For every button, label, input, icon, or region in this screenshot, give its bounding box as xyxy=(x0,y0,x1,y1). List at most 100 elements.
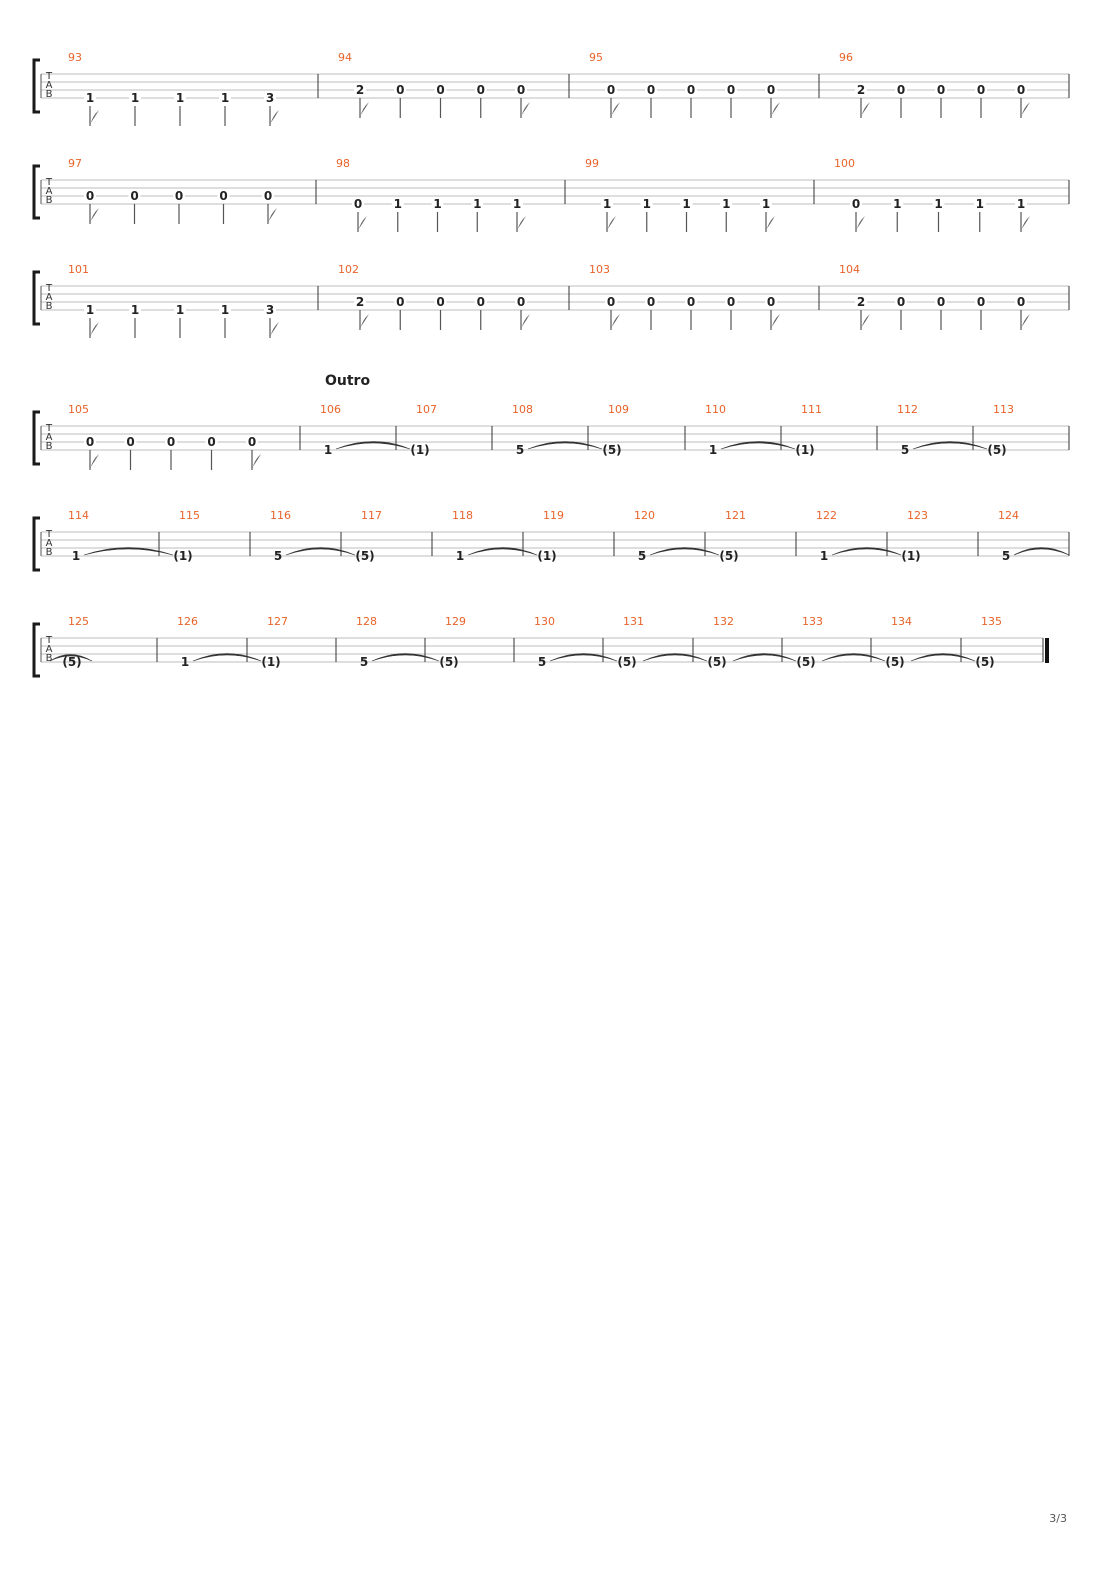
note-bg xyxy=(352,199,364,210)
note-bg xyxy=(394,85,407,96)
fret-number: 0 xyxy=(687,83,695,97)
system-bracket xyxy=(32,622,40,678)
tab-clef-letter: A xyxy=(46,80,53,91)
note-bg xyxy=(1015,297,1027,308)
fret-number: 5 xyxy=(1002,549,1010,563)
tie-arc xyxy=(831,547,902,556)
note-bg xyxy=(895,297,907,308)
fret-number: 1 xyxy=(820,549,828,563)
tie-arc xyxy=(335,441,411,450)
tab-clef-letter: A xyxy=(46,538,53,549)
measure-number: 134 xyxy=(891,615,912,628)
note-bg xyxy=(891,199,904,210)
tie-arc xyxy=(912,441,988,450)
fret-number: 0 xyxy=(852,197,860,211)
fret-number: 1 xyxy=(1017,197,1025,211)
measure-number: 106 xyxy=(320,403,341,416)
note-flag xyxy=(358,216,367,232)
tie-arc xyxy=(642,653,708,662)
tied-fret-number: (5) xyxy=(707,655,726,669)
fret-number: 0 xyxy=(517,295,525,309)
note-flag xyxy=(861,314,870,330)
note-bg xyxy=(174,305,186,316)
note-bg xyxy=(84,305,96,316)
measure-number: 122 xyxy=(816,509,837,522)
fret-number: 5 xyxy=(638,549,646,563)
note-flag xyxy=(856,216,865,232)
measure-number: 129 xyxy=(445,615,466,628)
measure-number: 116 xyxy=(270,509,291,522)
fret-number: 1 xyxy=(456,549,464,563)
measure-number: 119 xyxy=(543,509,564,522)
tab-clef-letter: A xyxy=(46,644,53,655)
note-bg xyxy=(515,85,527,96)
note-bg xyxy=(165,437,177,448)
tab-clef-letter: T xyxy=(45,529,53,540)
fret-number: 1 xyxy=(131,91,139,105)
note-bg xyxy=(601,199,613,210)
fret-number: 0 xyxy=(477,295,485,309)
fret-number: 0 xyxy=(175,189,183,203)
note-flag xyxy=(90,208,99,224)
note-bg xyxy=(129,305,141,316)
measure-number: 102 xyxy=(338,263,359,276)
fret-number: 0 xyxy=(436,83,444,97)
tab-clef-letter: A xyxy=(46,292,53,303)
note-bg xyxy=(1015,85,1027,96)
tie-arc xyxy=(821,653,886,662)
tab-clef-letter: T xyxy=(45,71,53,82)
note-bg xyxy=(173,191,185,202)
fret-number: 0 xyxy=(897,295,905,309)
tied-fret-number: (1) xyxy=(261,655,280,669)
note-flag xyxy=(1021,102,1030,118)
note-flag xyxy=(252,454,261,470)
fret-number: 1 xyxy=(603,197,611,211)
measure-number: 109 xyxy=(608,403,629,416)
fret-number: 1 xyxy=(394,197,402,211)
system-bracket xyxy=(32,410,40,466)
note-bg xyxy=(354,85,366,96)
fret-number: 5 xyxy=(901,443,909,457)
tied-fret-number: (5) xyxy=(439,655,458,669)
fret-number: 1 xyxy=(934,197,942,211)
system-bracket xyxy=(32,58,40,114)
fret-number: 0 xyxy=(767,83,775,97)
fret-number: 0 xyxy=(219,189,227,203)
fret-number: 0 xyxy=(937,83,945,97)
measure-number: 113 xyxy=(993,403,1014,416)
fret-number: 0 xyxy=(396,295,404,309)
section-label-outro: Outro xyxy=(325,373,370,389)
note-flag xyxy=(360,102,369,118)
fret-number: 0 xyxy=(248,435,256,449)
measure-number: 114 xyxy=(68,509,89,522)
fret-number: 0 xyxy=(767,295,775,309)
measure-number: 127 xyxy=(267,615,288,628)
fret-number: 3 xyxy=(266,303,274,317)
tab-clef-letter: B xyxy=(46,89,53,100)
fret-number: 0 xyxy=(396,83,404,97)
note-flag xyxy=(611,102,620,118)
tie-arc xyxy=(83,547,174,556)
fret-number: 1 xyxy=(86,91,94,105)
note-flag xyxy=(90,454,99,470)
tab-system: TAB125(5)1261127(1)1285129(5)1305131(5)1… xyxy=(32,615,1049,678)
tied-fret-number: (1) xyxy=(173,549,192,563)
note-bg xyxy=(262,191,274,202)
note-bg xyxy=(84,437,96,448)
tie-arc xyxy=(527,441,603,450)
note-bg xyxy=(1015,199,1027,210)
measure-number: 124 xyxy=(998,509,1019,522)
fret-number: 0 xyxy=(517,83,525,97)
fret-number: 0 xyxy=(897,83,905,97)
tie-arc xyxy=(720,441,796,450)
measure-number: 135 xyxy=(981,615,1002,628)
tie-arc xyxy=(371,653,440,662)
tie-arc xyxy=(549,653,618,662)
note-bg xyxy=(720,199,733,210)
note-bg xyxy=(124,437,137,448)
system-bracket xyxy=(32,164,40,220)
tab-system: TAB1141115(1)1165117(5)1181119(1)1205121… xyxy=(32,509,1070,572)
tab-clef-letter: B xyxy=(46,195,53,206)
note-flag xyxy=(771,314,780,330)
fret-number: 1 xyxy=(643,197,651,211)
